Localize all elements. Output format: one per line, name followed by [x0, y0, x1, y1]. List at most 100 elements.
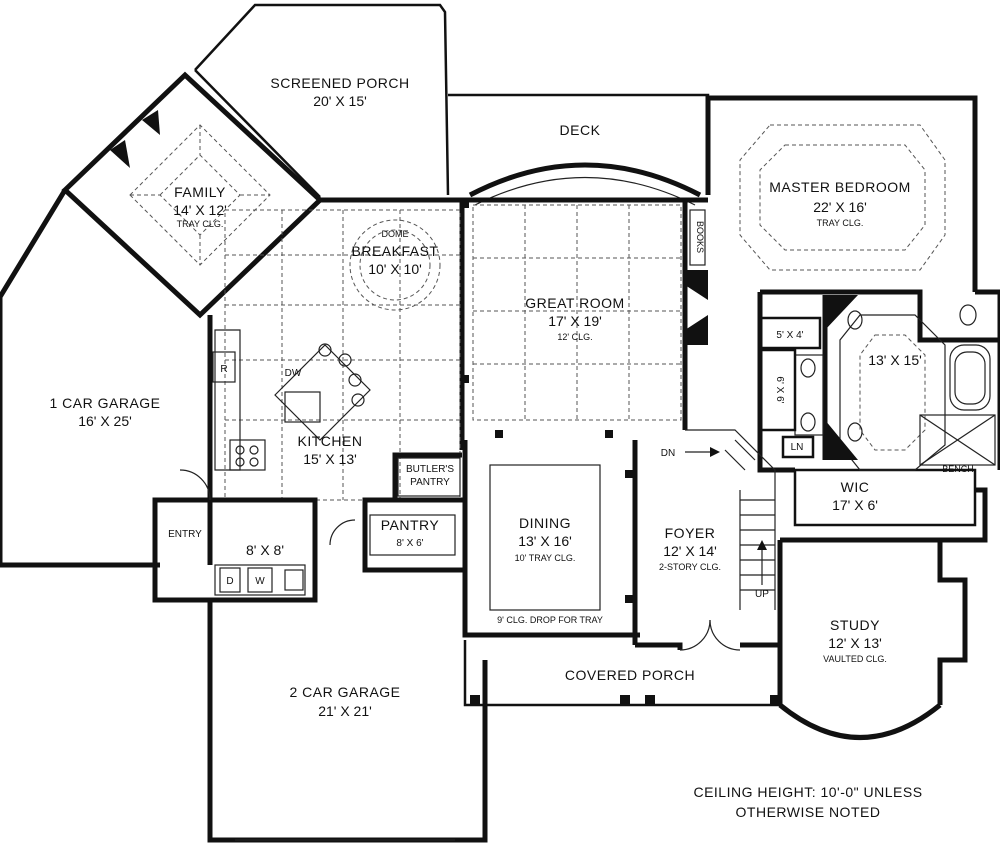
- bath-dim: 13' X 15': [868, 352, 922, 368]
- bookshelf: [689, 209, 706, 266]
- column: [625, 595, 633, 603]
- one-car-garage-label: 1 CAR GARAGE: [49, 395, 160, 411]
- post: [470, 695, 480, 705]
- study-note: VAULTED CLG.: [823, 654, 887, 664]
- butlers-pantry-line1: BUTLER'S: [406, 464, 454, 475]
- front-door-swing-right: [709, 619, 741, 651]
- pantry-label: PANTRY: [381, 517, 440, 533]
- stool: [318, 343, 332, 357]
- great-room-coffer-grid: [472, 204, 682, 421]
- dn-label: DN: [661, 448, 675, 459]
- dining-note2: 9' CLG. DROP FOR TRAY: [497, 615, 603, 625]
- wall: [760, 289, 1000, 343]
- front-door-swing-left: [679, 619, 711, 651]
- burner: [249, 457, 259, 467]
- dining-note: 10' TRAY CLG.: [515, 553, 576, 563]
- entry-label: ENTRY: [168, 529, 202, 540]
- wic-label: WIC: [841, 479, 870, 495]
- kitchen-dim: 15' X 13': [303, 451, 357, 467]
- burner: [235, 457, 245, 467]
- bench-label: BENCH: [942, 464, 974, 474]
- ln-label: LN: [791, 442, 804, 453]
- bath-jamb: [825, 420, 858, 460]
- dining-tray: [489, 464, 601, 611]
- one-car-garage-dim: 16' X 25': [78, 413, 132, 429]
- sink: [847, 310, 863, 330]
- wall: [392, 452, 462, 500]
- kitchen-label: KITCHEN: [298, 433, 363, 449]
- screened-porch-dim: 20' X 15': [313, 93, 367, 109]
- breakfast-dim: 10' X 10': [368, 261, 422, 277]
- column: [625, 470, 633, 478]
- master-tray-outline: [739, 124, 946, 271]
- entry-door-swing: [179, 469, 211, 501]
- screened-porch-edge: [194, 69, 321, 198]
- sink: [800, 358, 816, 378]
- butlers-pantry-outline: [397, 457, 461, 497]
- burner: [235, 445, 245, 455]
- wall: [740, 560, 783, 648]
- pantry-door-swing: [329, 519, 356, 546]
- butlers-pantry-line2: PANTRY: [410, 477, 450, 488]
- covered-porch-label: COVERED PORCH: [565, 667, 695, 683]
- one-car-garage-walls: [0, 188, 160, 568]
- pantry-shelves: [369, 514, 456, 556]
- laundry-counter: [214, 564, 306, 596]
- bath-jamb: [825, 295, 858, 330]
- great-room-dim: 17' X 19': [548, 313, 602, 329]
- great-room-bay: [468, 162, 702, 198]
- pantry-dim: 8' X 6': [396, 538, 423, 549]
- burner: [249, 445, 259, 455]
- family-note: TRAY CLG.: [177, 219, 224, 229]
- laundry-sink: [284, 569, 304, 591]
- entry-dim: 8' X 8': [246, 542, 284, 558]
- bath-tray: [859, 334, 926, 451]
- family-fireplace-jamb-b: [142, 110, 160, 135]
- wall: [757, 292, 795, 473]
- post: [770, 695, 780, 705]
- sink: [847, 422, 863, 442]
- stool: [348, 373, 362, 387]
- two-car-garage-walls: [207, 600, 488, 843]
- dome-inner: [359, 229, 431, 301]
- closet-a-dim: 5' X 4': [776, 330, 803, 341]
- master-tray-inner: [759, 144, 926, 251]
- arrow-head: [710, 447, 720, 457]
- ceiling-note-line2: OTHERWISE NOTED: [736, 804, 881, 820]
- staircase: [685, 429, 776, 610]
- bathtub: [949, 344, 991, 411]
- wall: [635, 642, 683, 650]
- dryer: [219, 567, 241, 593]
- refrigerator: [212, 351, 236, 383]
- wic-outer: [940, 487, 988, 543]
- family-label: FAMILY: [174, 184, 226, 200]
- arrow-head: [757, 540, 767, 550]
- screened-porch-label: SCREENED PORCH: [270, 75, 409, 91]
- two-car-garage-label: 2 CAR GARAGE: [289, 684, 400, 700]
- master-bedroom-walls: [705, 95, 978, 292]
- sink: [800, 412, 816, 432]
- master-bath-outline: [839, 314, 946, 471]
- foyer-label: FOYER: [665, 525, 716, 541]
- foyer-note: 2-STORY CLG.: [659, 562, 721, 572]
- column: [461, 200, 469, 208]
- wic-dim: 17' X 6': [832, 497, 878, 513]
- d-label: D: [226, 576, 233, 587]
- vanity: [794, 354, 824, 436]
- washer: [247, 567, 273, 593]
- master-bedroom-note: TRAY CLG.: [817, 218, 864, 228]
- family-fireplace-jamb-a: [110, 140, 130, 168]
- kitchen-island: [274, 344, 371, 441]
- stool: [351, 393, 365, 407]
- r-label: R: [220, 364, 227, 375]
- shower: [919, 414, 996, 466]
- study-walls: [780, 537, 968, 705]
- foyer-dim: 12' X 14': [663, 543, 717, 559]
- column: [495, 430, 503, 438]
- great-room-label: GREAT ROOM: [525, 295, 624, 311]
- dw-label: DW: [285, 368, 302, 379]
- jamb: [685, 315, 708, 345]
- kitchen-sink: [284, 391, 321, 423]
